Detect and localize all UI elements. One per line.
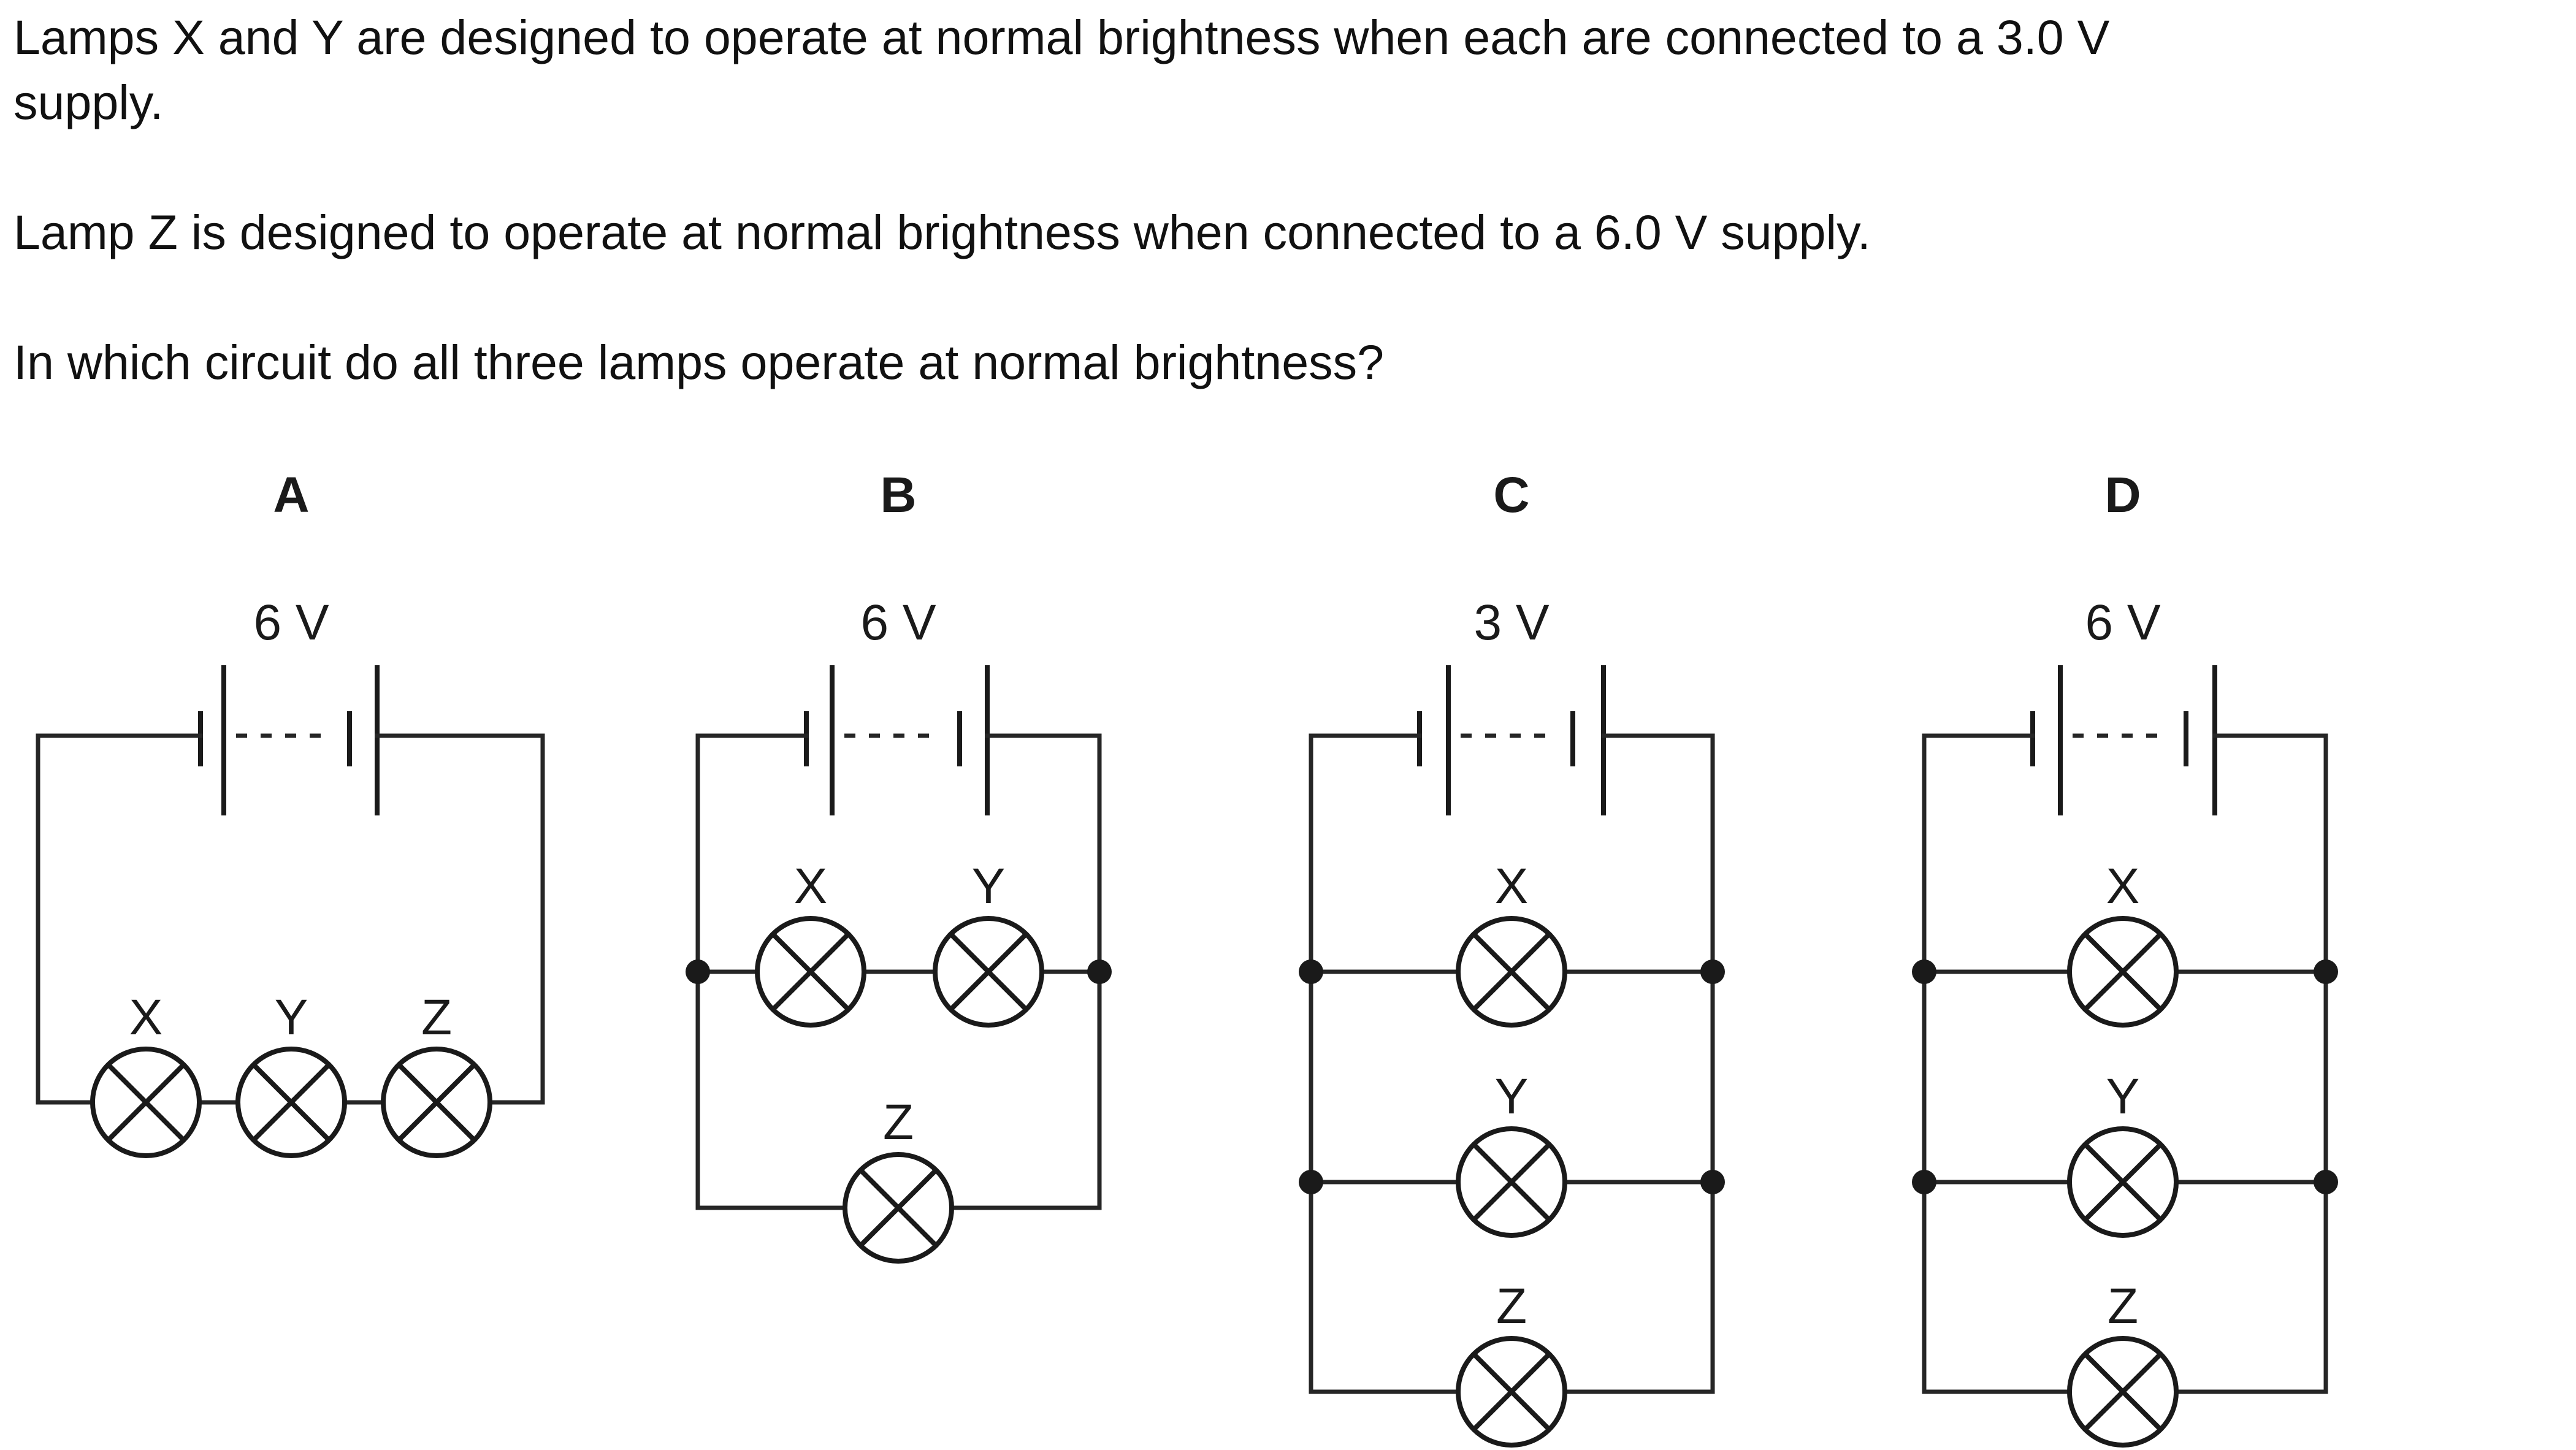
junction-c-4 bbox=[1700, 1170, 1725, 1194]
junction-d-1 bbox=[1912, 960, 1936, 984]
lamp-z-c bbox=[1456, 1336, 1567, 1448]
lamp-label-x-d: X bbox=[2106, 858, 2140, 914]
lamp-y-c bbox=[1456, 1126, 1567, 1238]
junction-c-2 bbox=[1700, 960, 1725, 984]
junction-b-right bbox=[1087, 960, 1112, 984]
option-label-a: A bbox=[273, 467, 309, 523]
battery-c bbox=[1417, 665, 1606, 815]
junction-c-1 bbox=[1299, 960, 1323, 984]
wire-c bbox=[1309, 733, 1715, 1394]
battery-d bbox=[2030, 665, 2217, 815]
lamp-x-b bbox=[755, 916, 866, 1028]
option-label-c: C bbox=[1493, 467, 1529, 523]
junction-d-3 bbox=[1912, 1170, 1936, 1194]
question-line-3: Lamp Z is designed to operate at normal … bbox=[13, 205, 1871, 259]
wire-d bbox=[1922, 733, 2328, 1394]
lamp-x-a bbox=[90, 1047, 202, 1158]
option-label-d: D bbox=[2104, 467, 2141, 523]
wire-a bbox=[36, 733, 545, 1105]
lamp-label-y-a: Y bbox=[275, 990, 308, 1045]
lamp-y-b bbox=[933, 916, 1044, 1028]
question-line-1: Lamps X and Y are designed to operate at… bbox=[13, 10, 2110, 64]
question-line-4: In which circuit do all three lamps oper… bbox=[13, 335, 1385, 389]
lamp-z-d bbox=[2067, 1336, 2179, 1448]
lamp-label-z-c: Z bbox=[1496, 1278, 1527, 1334]
lamp-z-b bbox=[843, 1152, 954, 1264]
question-text: Lamps X and Y are designed to operate at… bbox=[13, 5, 2552, 395]
junction-c-3 bbox=[1299, 1170, 1323, 1194]
junction-b-left bbox=[686, 960, 710, 984]
lamp-label-z-d: Z bbox=[2108, 1278, 2138, 1334]
lamp-z-a bbox=[381, 1047, 492, 1158]
lamp-label-x-c: X bbox=[1495, 858, 1529, 914]
lamp-x-c bbox=[1456, 916, 1567, 1028]
lamp-label-y-c: Y bbox=[1495, 1069, 1529, 1124]
battery-b bbox=[804, 665, 990, 815]
lamp-label-z-a: Z bbox=[421, 990, 452, 1045]
battery-a bbox=[198, 665, 380, 815]
lamp-y-d bbox=[2067, 1126, 2179, 1238]
lamp-y-a bbox=[235, 1047, 347, 1158]
lamp-label-y-b: Y bbox=[972, 858, 1006, 914]
circuit-c: C 3 V X bbox=[1299, 467, 1725, 1448]
battery-voltage-d: 6 V bbox=[2085, 595, 2160, 651]
lamp-x-d bbox=[2067, 916, 2179, 1028]
junction-d-2 bbox=[2314, 960, 2338, 984]
lamp-label-x-b: X bbox=[794, 858, 828, 914]
question-line-2: supply. bbox=[13, 75, 164, 129]
circuit-a: A 6 V X Y Z bbox=[36, 467, 545, 1158]
circuit-b: B 6 V X Y Z bbox=[686, 467, 1112, 1264]
battery-voltage-b: 6 V bbox=[860, 595, 936, 651]
lamp-label-z-b: Z bbox=[883, 1094, 914, 1150]
battery-voltage-c: 3 V bbox=[1473, 595, 1549, 651]
lamp-label-x-a: X bbox=[129, 990, 163, 1045]
junction-d-4 bbox=[2314, 1170, 2338, 1194]
lamp-label-y-d: Y bbox=[2106, 1069, 2140, 1124]
battery-voltage-a: 6 V bbox=[253, 595, 329, 651]
option-label-b: B bbox=[880, 467, 916, 523]
circuit-d: D 6 V X bbox=[1912, 467, 2338, 1448]
